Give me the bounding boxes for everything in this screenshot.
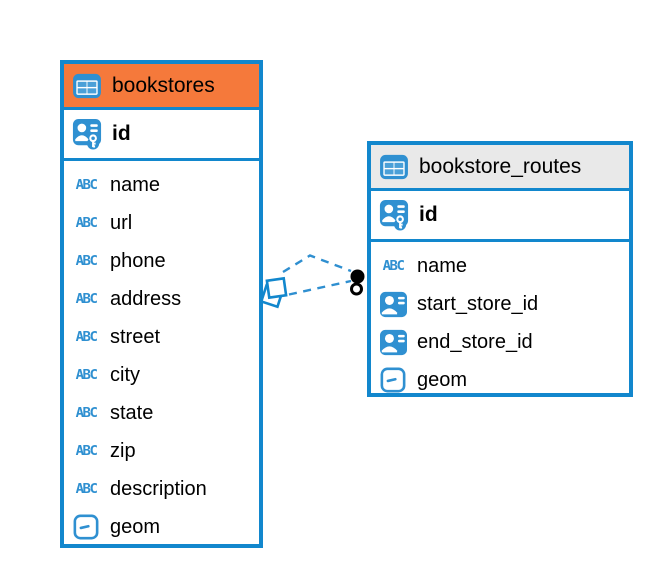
- column-row-city[interactable]: ABC city: [64, 356, 259, 394]
- foreign-key-person-icon: [377, 291, 409, 318]
- column-name: phone: [110, 249, 166, 272]
- fk-relationship[interactable]: [259, 254, 365, 309]
- column-name: geom: [417, 368, 468, 391]
- column-row-url[interactable]: ABC url: [64, 204, 259, 242]
- table-icon: [71, 73, 103, 99]
- geometry-type-icon: [70, 514, 102, 540]
- text-type-icon: ABC: [75, 291, 98, 307]
- relationship-source-diamond-marker: [259, 276, 288, 309]
- table-name: bookstore_routes: [419, 154, 582, 178]
- column-name: zip: [110, 439, 136, 462]
- column-name: city: [110, 363, 140, 386]
- column-row-name[interactable]: ABC name: [371, 247, 629, 285]
- text-type-icon: ABC: [75, 215, 98, 231]
- column-name: url: [110, 211, 133, 234]
- text-type-icon: ABC: [75, 405, 98, 421]
- relationship-line-lower[interactable]: [288, 279, 352, 296]
- table-bookstore-routes-header[interactable]: bookstore_routes: [371, 145, 629, 191]
- column-row-description[interactable]: ABC description: [64, 470, 259, 508]
- column-name: address: [110, 287, 182, 310]
- column-name: name: [417, 254, 468, 277]
- primary-key-person-icon: [378, 199, 410, 232]
- text-type-icon: ABC: [75, 177, 98, 193]
- columns-list: ABC name start_store_id: [371, 242, 629, 399]
- column-row-zip[interactable]: ABC zip: [64, 432, 259, 470]
- column-row-start-store-id[interactable]: start_store_id: [371, 285, 629, 323]
- column-name: end_store_id: [417, 330, 533, 353]
- table-name: bookstores: [112, 73, 215, 97]
- column-name: description: [110, 477, 207, 500]
- column-name: state: [110, 401, 154, 424]
- text-type-icon: ABC: [75, 253, 98, 269]
- column-name: start_store_id: [417, 292, 539, 315]
- text-type-icon: ABC: [382, 258, 405, 274]
- primary-key-person-icon: [71, 118, 103, 151]
- column-row-state[interactable]: ABC state: [64, 394, 259, 432]
- column-row-address[interactable]: ABC address: [64, 280, 259, 318]
- geometry-type-icon: [377, 367, 409, 393]
- column-name: street: [110, 325, 161, 348]
- pk-column-name: id: [419, 203, 438, 226]
- pk-column-name: id: [112, 122, 131, 145]
- columns-list: ABC name ABC url ABC phone ABC address A…: [64, 161, 259, 546]
- column-row-geom[interactable]: geom: [64, 508, 259, 546]
- table-bookstore-routes[interactable]: bookstore_routes id ABC name: [367, 141, 633, 397]
- column-name: geom: [110, 515, 161, 538]
- foreign-key-person-icon: [377, 329, 409, 356]
- table-icon: [378, 154, 410, 180]
- table-bookstores[interactable]: bookstores id ABC name: [60, 60, 263, 548]
- column-name: name: [110, 173, 161, 196]
- table-bookstores-header[interactable]: bookstores: [64, 64, 259, 110]
- pk-row-bookstores-id[interactable]: id: [64, 110, 259, 161]
- pk-row-routes-id[interactable]: id: [371, 191, 629, 242]
- column-row-end-store-id[interactable]: end_store_id: [371, 323, 629, 361]
- text-type-icon: ABC: [75, 481, 98, 497]
- column-row-street[interactable]: ABC street: [64, 318, 259, 356]
- text-type-icon: ABC: [75, 443, 98, 459]
- column-row-phone[interactable]: ABC phone: [64, 242, 259, 280]
- column-row-name[interactable]: ABC name: [64, 166, 259, 204]
- text-type-icon: ABC: [75, 367, 98, 383]
- text-type-icon: ABC: [75, 329, 98, 345]
- relationship-target-dot-marker: [350, 269, 365, 296]
- column-row-geom[interactable]: geom: [371, 361, 629, 399]
- relationship-line-upper[interactable]: [282, 254, 352, 274]
